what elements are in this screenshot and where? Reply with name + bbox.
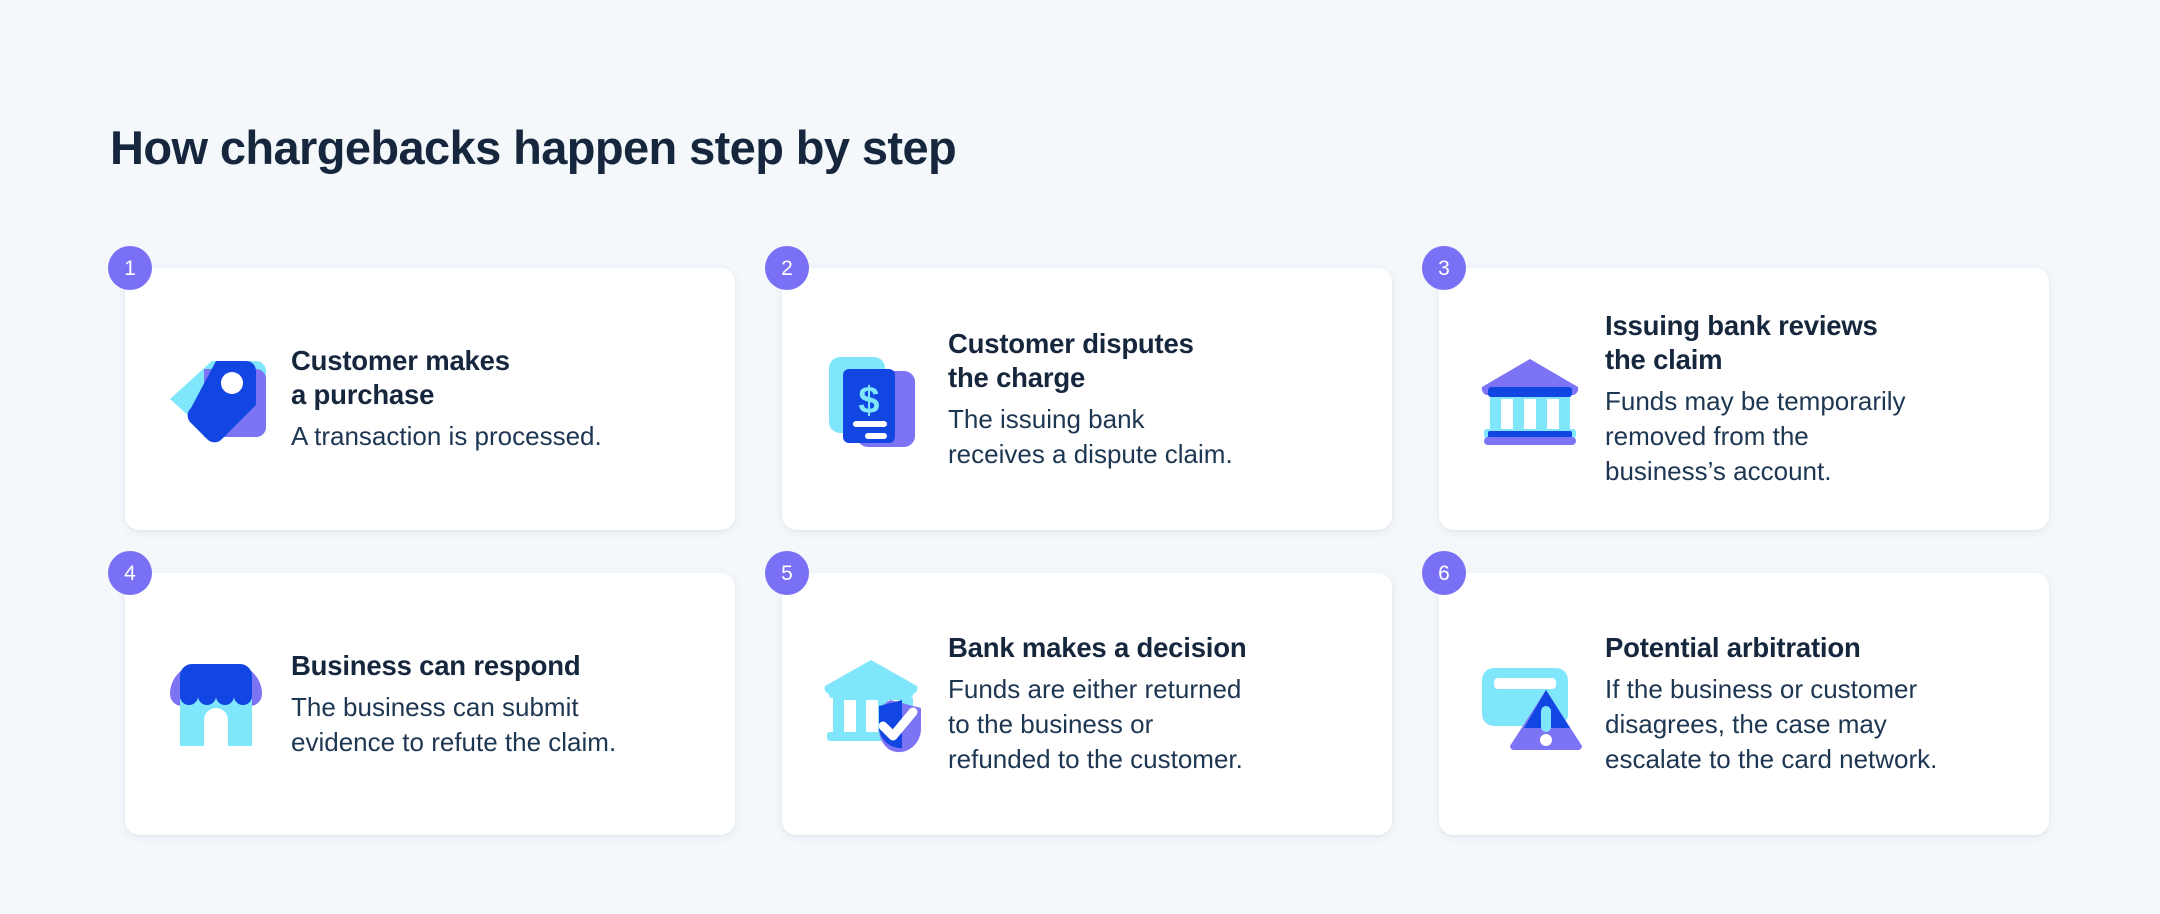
bank-icon: [1471, 340, 1589, 458]
step-title-2: Customer disputes the charge: [948, 327, 1194, 393]
price-tag-icon: [157, 340, 275, 458]
step-title-6: Potential arbitration: [1605, 632, 1861, 664]
svg-text:$: $: [858, 380, 879, 422]
step-text-3: Issuing bank reviews the claim Funds may…: [1605, 309, 1906, 489]
step-card-4: 4 Business can respond The business can …: [108, 551, 735, 835]
step-badge-5: 5: [765, 551, 809, 595]
step-card-6: 6 Potential arbitration If the business …: [1422, 551, 2049, 835]
step-description-3: Funds may be temporarily removed from th…: [1605, 386, 1906, 486]
step-badge-1: 1: [108, 246, 152, 290]
step-title-1: Customer makes a purchase: [291, 344, 510, 411]
step-card-2: 2 $ Customer disputes the charge The iss…: [765, 246, 1392, 530]
page-title: How chargebacks happen step by step: [110, 121, 957, 175]
step-card-1: 1 Customer makes a purchase A transactio…: [108, 246, 735, 530]
invoice-dollar-icon: $: [814, 340, 932, 458]
step-card-3: 3 Issuing bank reviews the claim Funds m…: [1422, 246, 2049, 530]
storefront-icon: [157, 645, 275, 763]
step-badge-6: 6: [1422, 551, 1466, 595]
step-description-2: The issuing bank receives a dispute clai…: [948, 403, 1233, 469]
step-card-5: 5 Bank makes a decision Funds are e: [765, 551, 1392, 835]
step-description-6: If the business or customer disagrees, t…: [1605, 674, 1938, 774]
step-badge-3: 3: [1422, 246, 1466, 290]
step-title-5: Bank makes a decision: [948, 632, 1247, 664]
step-text-6: Potential arbitration If the business or…: [1605, 631, 1937, 777]
step-description-4: The business can submit evidence to refu…: [291, 691, 617, 757]
step-badge-2: 2: [765, 246, 809, 290]
step-text-4: Business can respond The business can su…: [291, 649, 616, 760]
steps-grid: 1 Customer makes a purchase A transactio…: [108, 246, 2050, 835]
step-title-4: Business can respond: [291, 649, 581, 681]
step-text-5: Bank makes a decision Funds are either r…: [948, 631, 1247, 777]
step-text-1: Customer makes a purchase A transaction …: [291, 344, 602, 454]
step-description-1: A transaction is processed.: [291, 421, 602, 452]
step-description-5: Funds are either returned to the busines…: [948, 674, 1243, 774]
step-text-2: Customer disputes the charge The issuing…: [948, 327, 1233, 472]
bank-shield-check-icon: [814, 645, 932, 763]
step-title-3: Issuing bank reviews the claim: [1605, 310, 1878, 376]
credit-card-warning-icon: [1471, 645, 1589, 763]
step-badge-4: 4: [108, 551, 152, 595]
